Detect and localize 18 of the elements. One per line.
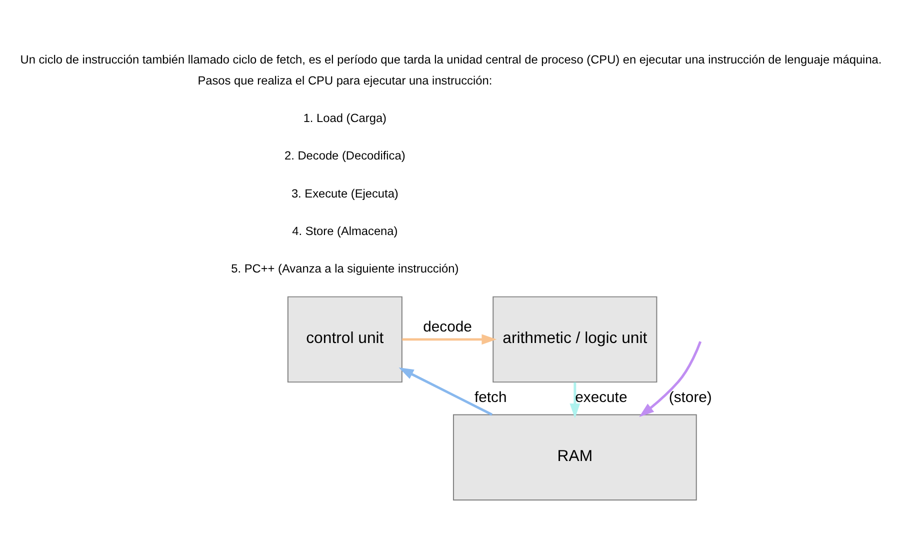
label: 2. Decode (Decodifica) <box>284 148 406 162</box>
label: 1. Load (Carga) <box>303 110 387 124</box>
edge-label: decode <box>423 319 472 336</box>
arrow <box>639 340 702 416</box>
edge-label: execute <box>575 389 628 406</box>
label: 5. PC++ (Avanza a la siguiente instrucción) <box>231 261 459 276</box>
edge-label: fetch <box>474 389 507 406</box>
edge-label: (store) <box>668 389 712 406</box>
arrow <box>398 367 493 416</box>
label: 4. Store (Almacena) <box>292 223 398 238</box>
arrow <box>570 382 580 418</box>
node-box: RAM <box>452 414 697 500</box>
arrow <box>402 334 497 344</box>
label: Pasos que realiza el CPU para ejecutar una instrucción: <box>198 72 492 87</box>
node-box: arithmetic / logic unit <box>492 296 658 382</box>
label: 3. Execute (Ejecuta) <box>291 186 398 200</box>
diagram-title: Un ciclo de instrucción también llamado ciclo de fetch, es el período que tarda la unidad central de proceso (CPU) en ejecutar una instrucción de lenguaje máquina. <box>20 52 882 66</box>
node-box: control unit <box>287 296 402 382</box>
